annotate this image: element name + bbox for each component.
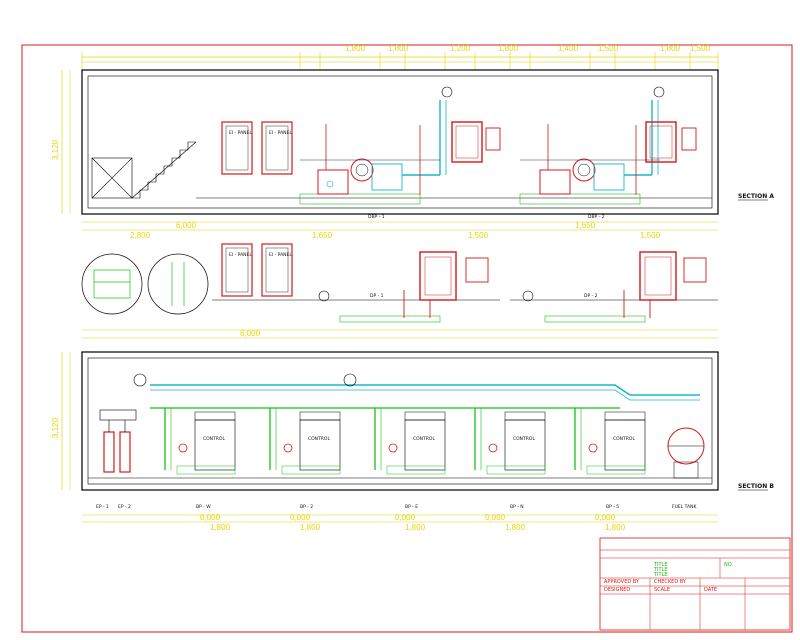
ei-panel-label-3: EI - PANEL xyxy=(229,252,252,258)
section-b-room: 3,120 xyxy=(51,351,719,491)
booster-units: CONTROL CONTROL CONTROL CO xyxy=(164,408,646,475)
label-bp-2: BP - 2 xyxy=(300,504,313,510)
dim-lower-top-1: 0,000 xyxy=(200,513,221,522)
dim-top-2: 1,800 xyxy=(388,44,409,53)
booster-unit-5: CONTROL xyxy=(574,408,646,475)
top-dimension-strip: 1,800 1,800 1,200 1,800 1,400 1,500 1,80… xyxy=(81,44,719,70)
section-a-title: SECTION A xyxy=(738,193,774,200)
dim-mid-1: 2,800 xyxy=(130,231,151,240)
section-b-labels: EP - 1 EP - 2 BP - W BP - 2 BP - E BP - … xyxy=(96,483,774,510)
label-dp1: DP - 1 xyxy=(370,293,384,299)
dim-lower-top-3: 0,000 xyxy=(395,513,416,522)
title-block: TITLE TITLE TITLE APPROVED BY CHECKED BY… xyxy=(599,537,791,631)
ei-panel-label-1: EI - PANEL xyxy=(229,130,252,136)
ei-panels-a: EI - PANEL EI - PANEL xyxy=(221,121,293,175)
pump-assembly-dbp1 xyxy=(300,86,501,195)
dim-left-height: 3,120 xyxy=(51,139,60,160)
title-row-3: TITLE xyxy=(653,572,668,578)
booster-unit-4: CONTROL xyxy=(474,408,546,475)
detail-circle-2 xyxy=(147,253,209,315)
section-b-title: SECTION B xyxy=(738,483,774,490)
label-ep1: EP - 1 xyxy=(96,504,109,510)
dim-top-5: 1,400 xyxy=(558,44,579,53)
booster-unit-2: CONTROL xyxy=(269,408,341,475)
dim-top-4: 1,800 xyxy=(498,44,519,53)
dim-lower-top-4: 0,000 xyxy=(485,513,506,522)
title-date: DATE xyxy=(704,587,717,593)
label-bp-e: BP - E xyxy=(405,504,418,510)
stairs xyxy=(91,141,197,199)
dim-wide-a: 6,000 xyxy=(176,221,197,230)
dim-mid-4: 1,650 xyxy=(575,221,596,230)
title-row-2: TITLE xyxy=(653,567,668,573)
title-no: NO. xyxy=(724,562,733,568)
dim-left-height-b: 3,120 xyxy=(51,417,60,438)
dim-mid-2: 1,650 xyxy=(312,231,333,240)
dim-lower-1: 1,800 xyxy=(210,523,231,532)
dim-top-3: 1,200 xyxy=(450,44,471,53)
dim-mid-5: 1,500 xyxy=(640,231,661,240)
title-scale: SCALE xyxy=(654,587,670,593)
title-approved: APPROVED BY xyxy=(604,579,640,585)
title-row-1: TITLE xyxy=(653,562,668,568)
dim-top-8: 1,500 xyxy=(690,44,711,53)
dim-lower-2: 1,800 xyxy=(300,523,321,532)
dim-lower-5: 1,800 xyxy=(605,523,626,532)
unit-control-5: CONTROL xyxy=(613,436,635,442)
sheet-border xyxy=(21,44,793,633)
unit-control-1: CONTROL xyxy=(203,436,225,442)
label-dp2: DP - 2 xyxy=(584,293,598,299)
title-checked: CHECKED BY xyxy=(654,579,687,585)
label-dbp1: DBP - 1 xyxy=(368,214,385,220)
middle-plan: EI - PANEL EI - PANEL DP - 1 DP - 2 xyxy=(81,243,718,323)
label-ep2: EP - 2 xyxy=(118,504,131,510)
label-fuel-tank: FUEL TANK xyxy=(672,504,698,510)
ei-panel-label-2: EI - PANEL xyxy=(269,130,292,136)
label-bp-5: BP - 5 xyxy=(606,504,619,510)
bottom-dimension-strip: 0,000 0,000 0,000 0,000 0,000 1,800 1,80… xyxy=(82,513,718,532)
booster-unit-1: CONTROL xyxy=(164,408,236,475)
pump-assembly-dbp2 xyxy=(520,86,697,195)
dim-wide-b: 6,000 xyxy=(240,329,261,338)
dim-lower-4: 1,800 xyxy=(505,523,526,532)
detail-circle-1 xyxy=(81,253,143,315)
dim-lower-top-5: 0,000 xyxy=(595,513,616,522)
title-designed: DESIGNED xyxy=(604,587,630,593)
booster-unit-3: CONTROL xyxy=(374,408,446,475)
dim-mid-3: 1,500 xyxy=(468,231,489,240)
label-bp-n: BP - N xyxy=(510,504,524,510)
unit-control-2: CONTROL xyxy=(308,436,330,442)
mid-dimension-strip: 6,000 2,800 1,650 1,500 1,650 1,500 xyxy=(82,221,718,240)
ei-panel-label-4: EI - PANEL xyxy=(269,252,292,258)
dim-top-1: 1,800 xyxy=(345,44,366,53)
label-dbp2: DBP - 2 xyxy=(588,214,605,220)
dim-top-7: 1,800 xyxy=(660,44,681,53)
section-a-room: 3,120 EI - PANEL EI - PANEL xyxy=(51,69,774,220)
unit-control-3: CONTROL xyxy=(413,436,435,442)
dim-lower-3: 1,800 xyxy=(405,523,426,532)
dim-lower-top-2: 0,000 xyxy=(290,513,311,522)
dim-top-6: 1,500 xyxy=(598,44,619,53)
unit-control-4: CONTROL xyxy=(513,436,535,442)
section-b-top-dims: 6,000 xyxy=(82,329,718,339)
label-bp-w: BP - W xyxy=(196,504,211,510)
